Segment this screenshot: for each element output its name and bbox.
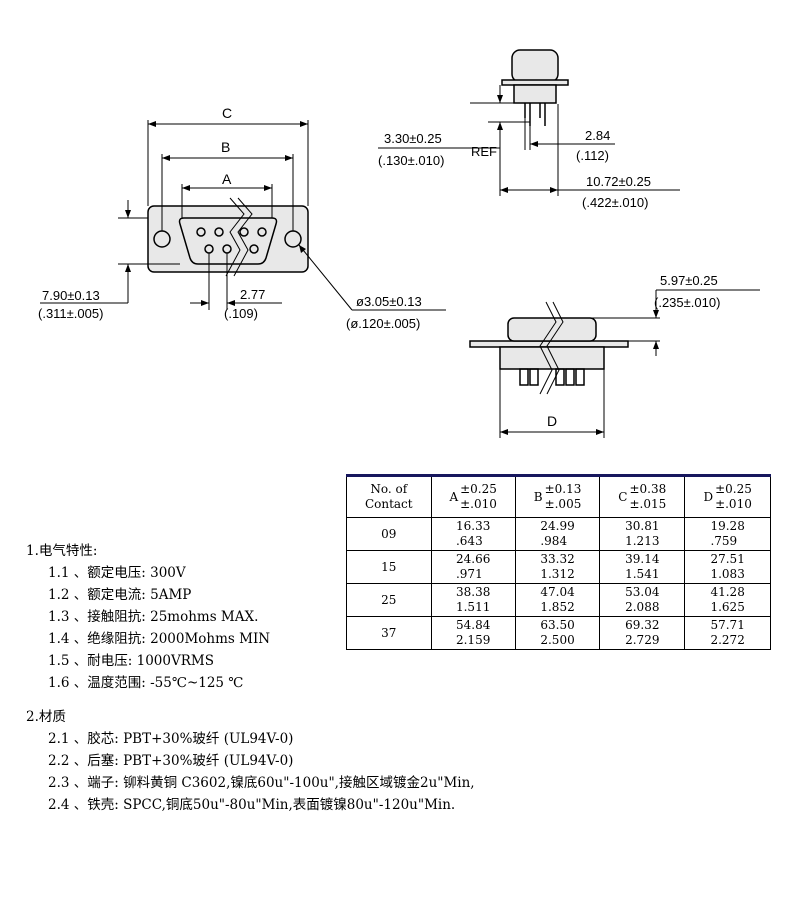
- material-shell: 2.4 、铁壳: SPCC,铜底50u"-80u"Min,表面镀镍80u"-12…: [48, 797, 456, 813]
- side-body: [513, 84, 557, 104]
- side-shell-front: [511, 49, 559, 83]
- spec-withstand-voltage: 1.5 、耐电压: 1000VRMS: [48, 653, 214, 669]
- front-view: C B A 7.90±0.13 (.311±.005) 2.77 (.109): [38, 105, 446, 331]
- top-tails: [519, 368, 585, 386]
- header-col-c: C±0.38±.015: [599, 475, 686, 518]
- material-insulator: 2.1 、胶芯: PBT+30%玻纤 (UL94V-0): [48, 731, 294, 747]
- header-tol-in: ±.005: [544, 497, 582, 511]
- dim-tail: 2.84: [585, 128, 610, 143]
- shell-flange: [147, 205, 309, 273]
- dim-ref: 3.30±0.25: [384, 131, 442, 146]
- header-contact-line1: No. of: [370, 482, 408, 496]
- dim-row-pitch-inch: (.311±.005): [38, 306, 103, 321]
- table-cell: 19.28.759: [684, 517, 771, 551]
- dim-a-label: A: [222, 171, 232, 187]
- header-col-b: B±0.13±.005: [514, 475, 601, 518]
- header-tol-mm: ±0.38: [629, 482, 667, 496]
- header-tol-mm: ±0.25: [715, 482, 752, 496]
- header-col-label: D: [703, 489, 714, 504]
- spec-rated-current: 1.2 、额定电流: 5AMP: [48, 587, 192, 603]
- spec-insulation-resistance: 1.4 、绝缘阻抗: 2000Mohms MIN: [48, 631, 271, 647]
- header-tol-mm: ±0.25: [460, 482, 497, 496]
- contact: [257, 227, 267, 237]
- dim-pin-pitch: 2.77: [240, 287, 265, 302]
- dim-d-label: D: [547, 413, 557, 429]
- header-col-label: A: [449, 489, 459, 504]
- header-tol-in: ±.015: [629, 497, 667, 511]
- top-flange: [469, 340, 629, 348]
- top-view: 5.97±0.25 (.235±.010) D: [469, 273, 760, 438]
- header-col-label: C: [618, 489, 628, 504]
- header-col-a: A±0.25±.010: [430, 475, 516, 518]
- dim-hole-inch: (ø.120±.005): [346, 316, 420, 331]
- spec-rated-voltage: 1.1 、额定电压: 300V: [48, 565, 186, 581]
- header-col-label: B: [533, 489, 543, 504]
- material-terminal: 2.3 、端子: 铆料黄铜 C3602,镍底60u"-100u",接触区域镀金2…: [48, 775, 475, 791]
- contact: [214, 227, 224, 237]
- table-cell: 24.99.984: [514, 517, 601, 551]
- dim-b-label: B: [221, 139, 230, 155]
- header-tol-in: ±.010: [460, 497, 497, 511]
- top-body: [499, 346, 605, 370]
- electrical-title: 1.电气特性:: [26, 543, 98, 559]
- table-cell: 24.66.971: [430, 550, 516, 584]
- header-tol-mm: ±0.13: [544, 482, 582, 496]
- dim-hole: ø3.05±0.13: [356, 294, 422, 309]
- header-contact: No. of Contact: [346, 475, 432, 518]
- header-tol-in: ±.010: [715, 497, 752, 511]
- spec-temperature-range: 1.6 、温度范围: -55℃~125 ℃: [48, 675, 244, 691]
- header-col-d: D±0.25±.010: [684, 475, 771, 518]
- side-view: 3.30±0.25 (.130±.010) REF 2.84 (.112) 10…: [378, 49, 680, 210]
- specifications: 1.电气特性: 1.1 、额定电压: 300V 1.2 、额定电流: 5AMP …: [26, 540, 766, 816]
- dim-height-inch: (.235±.010): [654, 295, 720, 310]
- material-back-plug: 2.2 、后塞: PBT+30%玻纤 (UL94V-0): [48, 753, 294, 769]
- dim-height: 5.97±0.25: [660, 273, 718, 288]
- ref-label: REF: [471, 144, 497, 159]
- spec-contact-resistance: 1.3 、接触阻抗: 25mohms MAX.: [48, 609, 259, 625]
- material-title: 2.材质: [26, 709, 66, 725]
- table-header-row: No. of Contact A±0.25±.010 B±0.13±.005 C…: [346, 475, 771, 518]
- dim-ref-inch: (.130±.010): [378, 153, 444, 168]
- dim-depth: 10.72±0.25: [586, 174, 651, 189]
- dim-pin-pitch-inch: (.109): [224, 306, 258, 321]
- dim-c-label: C: [222, 105, 232, 121]
- connector-drawing: C B A 7.90±0.13 (.311±.005) 2.77 (.109): [38, 49, 760, 438]
- top-shell: [507, 317, 597, 342]
- dim-tail-inch: (.112): [576, 148, 609, 163]
- d-insert: [178, 217, 278, 265]
- contact: [249, 244, 259, 254]
- dimension-table: No. of Contact A±0.25±.010 B±0.13±.005 C…: [346, 474, 771, 650]
- contact-count: 09: [346, 517, 432, 551]
- contact: [239, 227, 249, 237]
- dim-depth-inch: (.422±.010): [582, 195, 648, 210]
- header-contact-line2: Contact: [364, 497, 413, 511]
- dim-row-pitch: 7.90±0.13: [42, 288, 100, 303]
- contact: [196, 227, 206, 237]
